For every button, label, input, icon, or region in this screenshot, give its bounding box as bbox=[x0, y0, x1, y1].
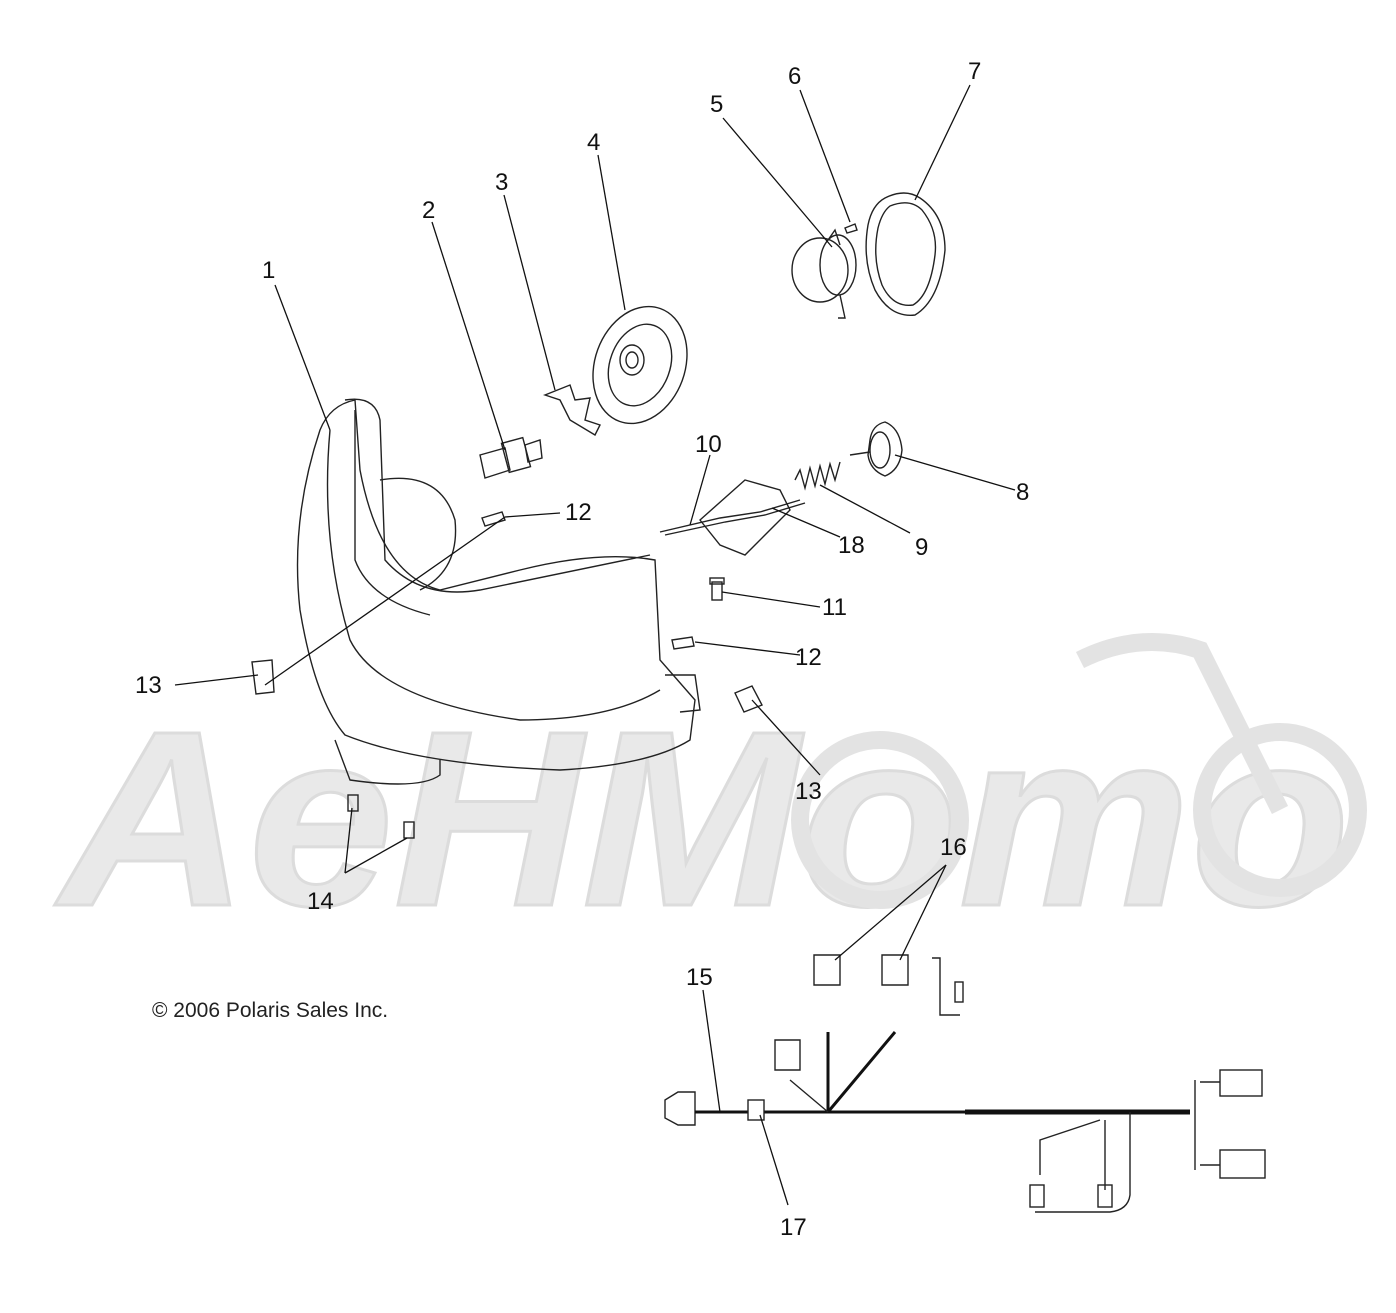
watermark: AeHMomo bbox=[52, 633, 1367, 960]
copyright-notice: © 2006 Polaris Sales Inc. bbox=[152, 999, 388, 1022]
callout-5: 5 bbox=[710, 91, 723, 118]
gasket bbox=[865, 192, 946, 316]
callout-15: 15 bbox=[686, 964, 713, 991]
callout-9: 9 bbox=[915, 534, 928, 561]
wiring-harness bbox=[664, 954, 1266, 1213]
callout-labels: 1 2 3 4 5 6 7 8 9 10 11 12 12 13 13 14 1… bbox=[135, 58, 1029, 1241]
callout-14: 14 bbox=[307, 888, 334, 915]
screw-6 bbox=[844, 223, 858, 234]
reflector-ring bbox=[592, 305, 688, 425]
callout-12b: 12 bbox=[795, 644, 822, 671]
callout-18: 18 bbox=[838, 532, 865, 559]
callout-10: 10 bbox=[695, 431, 722, 458]
screw-11 bbox=[709, 577, 725, 601]
callout-7: 7 bbox=[968, 58, 981, 85]
callout-12a: 12 bbox=[565, 499, 592, 526]
callout-17: 17 bbox=[780, 1214, 807, 1241]
lens-cap bbox=[791, 228, 857, 319]
callout-6: 6 bbox=[788, 63, 801, 90]
callout-16: 16 bbox=[940, 834, 967, 861]
callout-1: 1 bbox=[262, 257, 275, 284]
adjuster-bracket bbox=[659, 479, 806, 556]
spring bbox=[794, 461, 841, 491]
callout-11: 11 bbox=[822, 594, 847, 621]
callout-4: 4 bbox=[587, 129, 600, 156]
callout-13a: 13 bbox=[135, 672, 162, 699]
clip-13 bbox=[251, 659, 763, 713]
clip bbox=[542, 384, 601, 436]
headlight-housing bbox=[296, 398, 701, 785]
callout-8: 8 bbox=[1016, 479, 1029, 506]
screw-12 bbox=[481, 511, 695, 650]
adjuster-knob bbox=[849, 421, 903, 477]
bulb bbox=[479, 436, 543, 479]
callout-2: 2 bbox=[422, 197, 435, 224]
callout-13b: 13 bbox=[795, 778, 822, 805]
screw-14 bbox=[347, 794, 415, 839]
svg-text:AeHMomo: AeHMomo bbox=[54, 679, 1350, 958]
leader-lines bbox=[174, 84, 1016, 1206]
callout-3: 3 bbox=[495, 169, 508, 196]
